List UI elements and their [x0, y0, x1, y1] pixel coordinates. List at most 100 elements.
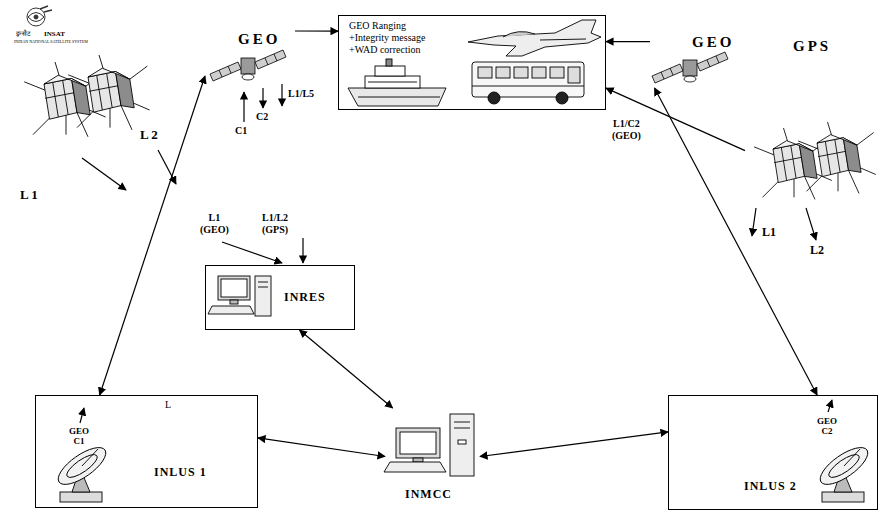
gps-satellite: [68, 55, 149, 130]
computer: [396, 428, 440, 458]
bus: [472, 62, 584, 97]
computer: [258, 287, 268, 288]
node-label: GEO: [692, 34, 734, 51]
node-label: +WAD correction: [349, 44, 420, 56]
signal-name: L: [165, 399, 171, 411]
logo: [40, 6, 52, 12]
signal-arrow: [158, 150, 176, 184]
bus: [488, 92, 500, 104]
connector: [300, 330, 393, 408]
computer: [218, 276, 250, 300]
ship: [358, 97, 440, 98]
gps-satellite: [798, 122, 876, 193]
logo-text: INSAT: [44, 30, 65, 38]
logo: [27, 8, 45, 26]
bus: [550, 67, 564, 78]
signal-arrow: [80, 408, 84, 423]
computer: [258, 282, 268, 283]
logo: [28, 13, 44, 22]
bus: [556, 92, 568, 104]
satellite-node: GEO: [650, 30, 740, 88]
signal-name: L1 (GEO): [200, 212, 229, 235]
logo: [34, 15, 38, 19]
aircraft: [540, 39, 586, 40]
signal-arrow: [828, 400, 832, 412]
signal-arrow: [752, 208, 756, 236]
node-label: GEO: [238, 31, 280, 48]
station-box: GEO C1 INLUS 1: [35, 395, 258, 508]
node-label: INRES: [284, 291, 326, 305]
connector: [606, 88, 745, 150]
satellite-node: GPS: [745, 35, 872, 205]
computer: [458, 440, 466, 444]
control-centre: INMCC: [385, 408, 480, 505]
ship: [368, 82, 417, 83]
computer: [221, 279, 247, 297]
signal-arrow: [243, 92, 244, 122]
station-box: GEO C2 INLUS 2: [668, 395, 878, 510]
ship: [365, 76, 420, 88]
computer: [384, 462, 446, 472]
bus: [568, 67, 580, 83]
node-label: +Integrity message: [349, 32, 425, 44]
connector: [258, 438, 385, 457]
station-box: INRES: [205, 265, 355, 330]
node-label: GPS: [793, 38, 831, 55]
connector: [606, 41, 650, 42]
connector: [480, 432, 668, 457]
signal-name: GEO C2: [817, 416, 837, 437]
connector: [100, 76, 205, 395]
signal-name: L1/L2 (GPS): [262, 212, 288, 235]
computer: [230, 300, 238, 304]
dish-antenna: [815, 441, 873, 502]
user-box: GEO Ranging+Integrity message+WAD correc…: [338, 15, 606, 110]
signal-arrow: [302, 238, 303, 263]
signal-arrow: [82, 158, 126, 190]
bus: [478, 67, 492, 78]
logo-text: इन्सैट: [16, 30, 31, 38]
logo-text: INDIAN NATIONAL SATELLITE SYSTEM: [14, 40, 88, 45]
ship: [375, 66, 405, 76]
computer: [413, 458, 423, 462]
node-label: INLUS 1: [154, 466, 207, 480]
signal-name: C2: [256, 111, 268, 123]
computer: [454, 422, 470, 423]
ship: [386, 59, 392, 66]
signal-name: L2: [810, 244, 824, 258]
signal-name: L 1: [20, 188, 38, 203]
node-label: GEO Ranging: [349, 20, 406, 32]
signal-arrow: [281, 84, 282, 106]
signal-arrow: [262, 88, 263, 108]
computer: [255, 276, 271, 316]
computer: [450, 414, 474, 476]
ship: [348, 59, 446, 106]
node-label: INLUS 2: [744, 480, 797, 494]
node-label: INMCC: [405, 488, 452, 502]
aircraft: [468, 20, 601, 56]
satellite-node: GEO: [205, 25, 295, 85]
signal-name: L1/C2 (GEO): [612, 118, 641, 141]
signal-name: GEO C1: [69, 426, 89, 447]
connector: [295, 30, 338, 31]
computer: [384, 414, 474, 476]
signal-name: C1: [235, 125, 247, 137]
aircraft: [468, 20, 601, 56]
computer: [454, 428, 470, 429]
bus: [514, 67, 528, 78]
bus: [532, 67, 546, 78]
signal-arrow: [222, 242, 282, 263]
bus: [472, 86, 584, 87]
connector-layer: [100, 31, 817, 457]
geo-satellite: [652, 52, 728, 83]
logo: [27, 6, 52, 26]
signal-name: L1/L5: [288, 88, 314, 100]
connector: [655, 88, 818, 395]
signal-arrow: [80, 84, 832, 423]
ship: [348, 88, 446, 106]
computer: [400, 432, 436, 454]
signal-name: L 2: [140, 128, 158, 143]
dish-antenna: [53, 441, 111, 502]
